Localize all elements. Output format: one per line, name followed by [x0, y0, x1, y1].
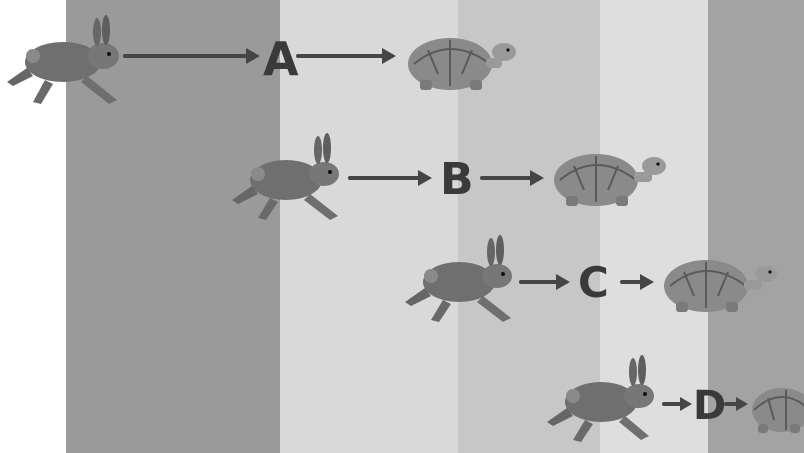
- arrow-icon: [664, 397, 692, 411]
- tortoise-icon: [752, 388, 804, 433]
- rabbit-icon: [547, 355, 654, 442]
- row-label-d: D: [693, 386, 726, 426]
- arrow-icon: [726, 397, 748, 411]
